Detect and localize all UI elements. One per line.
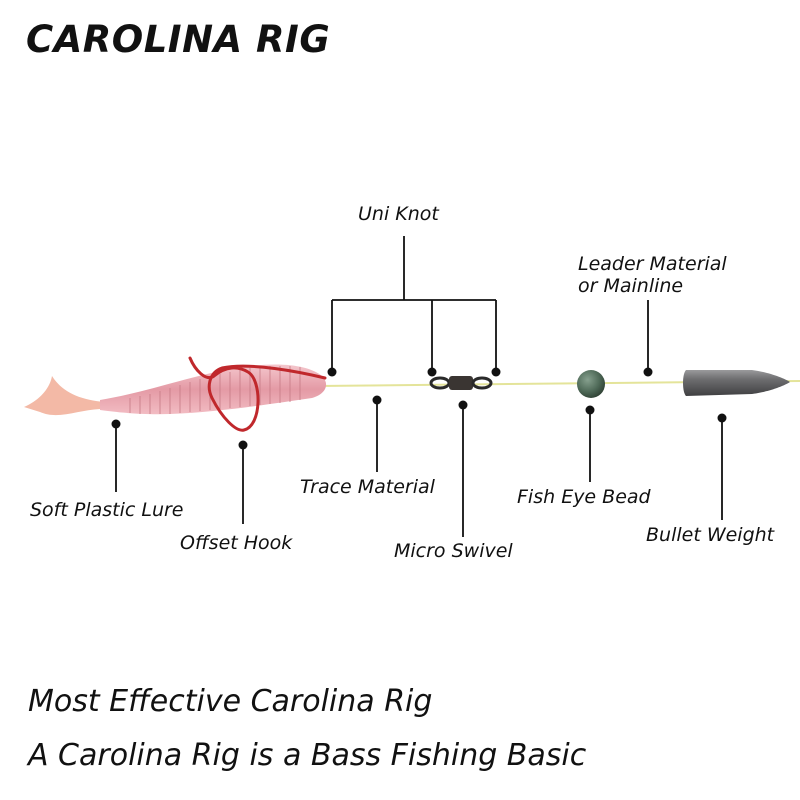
offset-hook xyxy=(188,356,327,432)
label-soft-plastic-lure: Soft Plastic Lure xyxy=(30,499,184,521)
bullet-weight xyxy=(683,370,790,396)
label-offset-hook: Offset Hook xyxy=(180,532,293,554)
diagram-title: CAROLINA RIG xyxy=(26,18,331,61)
caption-line-2: A Carolina Rig is a Bass Fishing Basic xyxy=(28,738,587,773)
label-trace-material: Trace Material xyxy=(300,476,435,498)
label-uni-knot: Uni Knot xyxy=(358,203,439,225)
leader-dots xyxy=(111,367,727,450)
caption-line-1: Most Effective Carolina Rig xyxy=(28,684,433,719)
label-fish-eye-bead: Fish Eye Bead xyxy=(517,486,651,508)
label-micro-swivel: Micro Swivel xyxy=(394,540,513,562)
label-bullet-weight: Bullet Weight xyxy=(646,524,775,546)
micro-swivel xyxy=(429,376,493,390)
fish-eye-bead xyxy=(577,370,605,398)
label-leader-line2: or Mainline xyxy=(578,275,684,297)
leader-lines xyxy=(115,236,723,537)
soft-plastic-lure xyxy=(24,364,327,416)
label-leader-material: Leader Material or Mainline xyxy=(578,253,727,297)
label-leader-line1: Leader Material xyxy=(578,253,727,275)
